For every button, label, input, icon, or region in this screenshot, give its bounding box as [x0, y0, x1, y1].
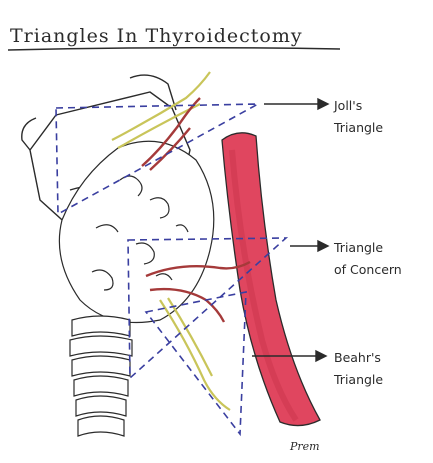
label-beahrs-line2: Triangle — [333, 372, 383, 387]
labels: Joll's Triangle Triangle of Concern Beah… — [333, 98, 402, 387]
diagram-title: Triangles In Thyroidectomy — [10, 25, 303, 47]
label-beahrs-line1: Beahr's — [334, 350, 381, 365]
title-underline — [8, 48, 340, 50]
signature: Prem — [289, 440, 320, 453]
label-jolls-line2: Triangle — [333, 120, 383, 135]
muscle-strap — [222, 133, 320, 426]
label-concern-line2: of Concern — [334, 262, 402, 277]
trachea — [70, 316, 132, 436]
label-concern-line1: Triangle — [333, 240, 383, 255]
label-jolls-line1: Joll's — [333, 98, 362, 113]
